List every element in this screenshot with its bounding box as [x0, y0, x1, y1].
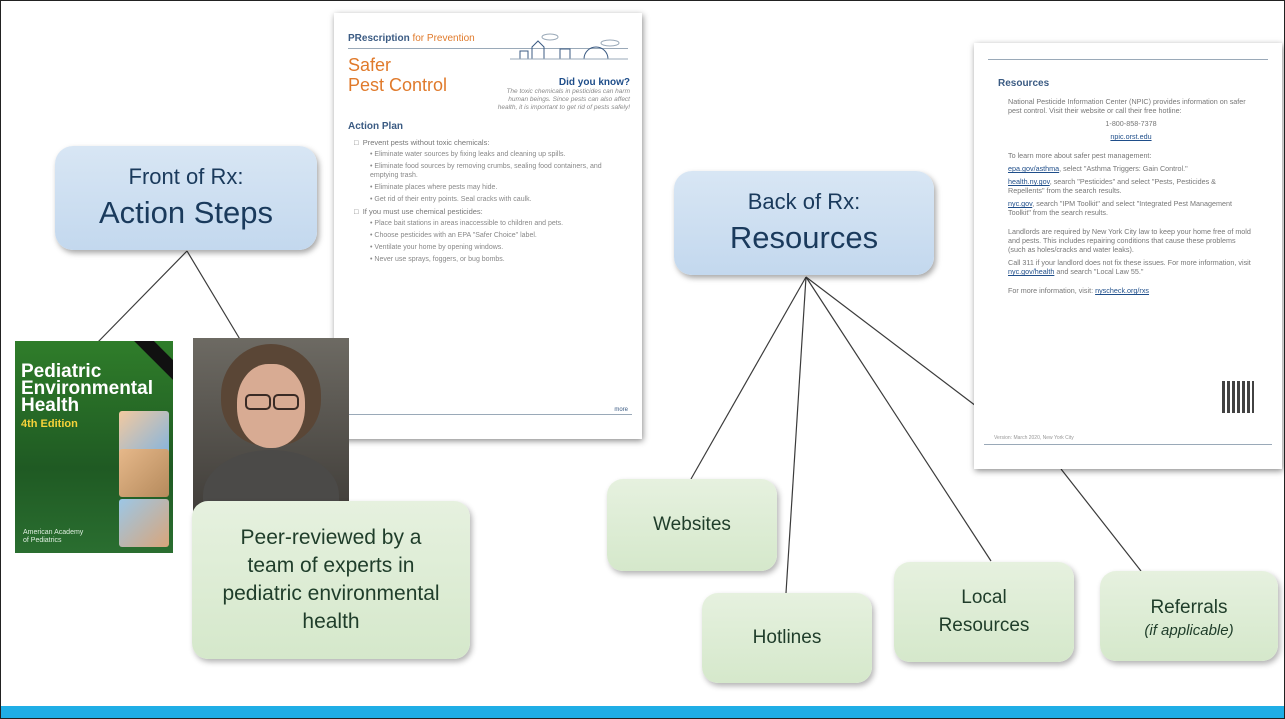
npic-paragraph: National Pesticide Information Center (N…	[1008, 97, 1246, 115]
list-subitem: • Eliminate food sources by removing cru…	[370, 163, 602, 179]
back-rx-document: Resources National Pesticide Information…	[974, 43, 1282, 469]
book-title: Health	[21, 395, 80, 416]
book-cover: Pediatric Environmental Health 4th Editi…	[15, 341, 173, 553]
more-link: more	[614, 407, 628, 413]
qr-code-icon	[1222, 381, 1254, 413]
call-311-paragraph: Call 311 if your landlord does not fix t…	[1008, 258, 1251, 276]
did-you-know: Did you know? The toxic chemicals in pes…	[497, 77, 630, 111]
list-subitem: • Choose pesticides with an EPA "Safer C…	[370, 232, 537, 239]
book-edition: 4th Edition	[21, 418, 78, 430]
resources-heading: Resources	[998, 78, 1050, 89]
peer-review-box: Peer-reviewed by a team of experts in pe…	[192, 501, 470, 659]
document-footer	[984, 444, 1272, 455]
bottom-accent-bar	[1, 706, 1284, 718]
peer-review-text: Peer-reviewed by a team of experts in pe…	[222, 526, 440, 633]
landlord-paragraph: Landlords are required by New York City …	[1008, 227, 1251, 254]
list-subitem: • Eliminate water sources by fixing leak…	[370, 151, 566, 158]
list-subitem: • Ventilate your home by opening windows…	[370, 244, 504, 251]
nyc-resource: nyc.gov, search "IPM Toolkit" and select…	[1008, 199, 1232, 217]
expert-portrait	[193, 338, 349, 524]
book-title: Pediatric	[21, 361, 102, 382]
node-label: Back of Rx:	[747, 189, 861, 214]
local-resources-node: Local Resources	[894, 562, 1074, 662]
websites-node: Websites	[607, 479, 777, 571]
node-title: Resources	[729, 220, 879, 255]
node-label: Front of Rx:	[128, 164, 244, 189]
hotline-number: 1-800-858-7378	[1105, 119, 1157, 128]
book-title: Environmental	[21, 378, 153, 399]
learn-more-paragraph: To learn more about safer pest managemen…	[1008, 151, 1152, 160]
document-footer	[344, 414, 632, 425]
list-item: □ If you must use chemical pesticides:	[354, 207, 483, 216]
node-title: Hotlines	[752, 627, 822, 648]
npic-link: npic.orst.edu	[1110, 132, 1152, 141]
list-subitem: • Get rid of their entry points. Seal cr…	[370, 196, 532, 203]
ny-resource: health.ny.gov, search "Pesticides" and s…	[1008, 177, 1216, 195]
back-of-rx-node: Back of Rx: Resources	[674, 171, 934, 275]
list-subitem: • Never use sprays, foggers, or bug bomb…	[370, 256, 505, 263]
node-note: (if applicable)	[1144, 621, 1234, 639]
list-item: □ Prevent pests without toxic chemicals:	[354, 138, 490, 147]
version-text: Version: March 2020, New York City	[994, 435, 1074, 441]
epa-resource: epa.gov/asthma, select "Asthma Triggers:…	[1008, 164, 1188, 173]
node-title: Referrals	[1150, 596, 1228, 618]
list-subitem: • Eliminate places where pests may hide.	[370, 184, 498, 191]
referrals-node: Referrals (if applicable)	[1100, 571, 1278, 661]
front-of-rx-node: Front of Rx: Action Steps	[55, 146, 317, 250]
child-photo	[119, 449, 169, 497]
node-title: Websites	[653, 514, 731, 535]
action-plan-heading: Action Plan	[348, 121, 404, 132]
more-info-paragraph: For more information, visit: nyscheck.or…	[1008, 286, 1150, 295]
brand-logo: PRescription for Prevention	[348, 33, 475, 44]
node-title: Resources	[938, 615, 1030, 636]
child-photo	[119, 499, 169, 547]
node-title: Action Steps	[98, 195, 274, 230]
city-skyline-illustration	[510, 33, 628, 60]
node-title: Local	[961, 587, 1007, 608]
hotlines-node: Hotlines	[702, 593, 872, 683]
list-subitem: • Place bait stations in areas inaccessi…	[370, 220, 564, 227]
